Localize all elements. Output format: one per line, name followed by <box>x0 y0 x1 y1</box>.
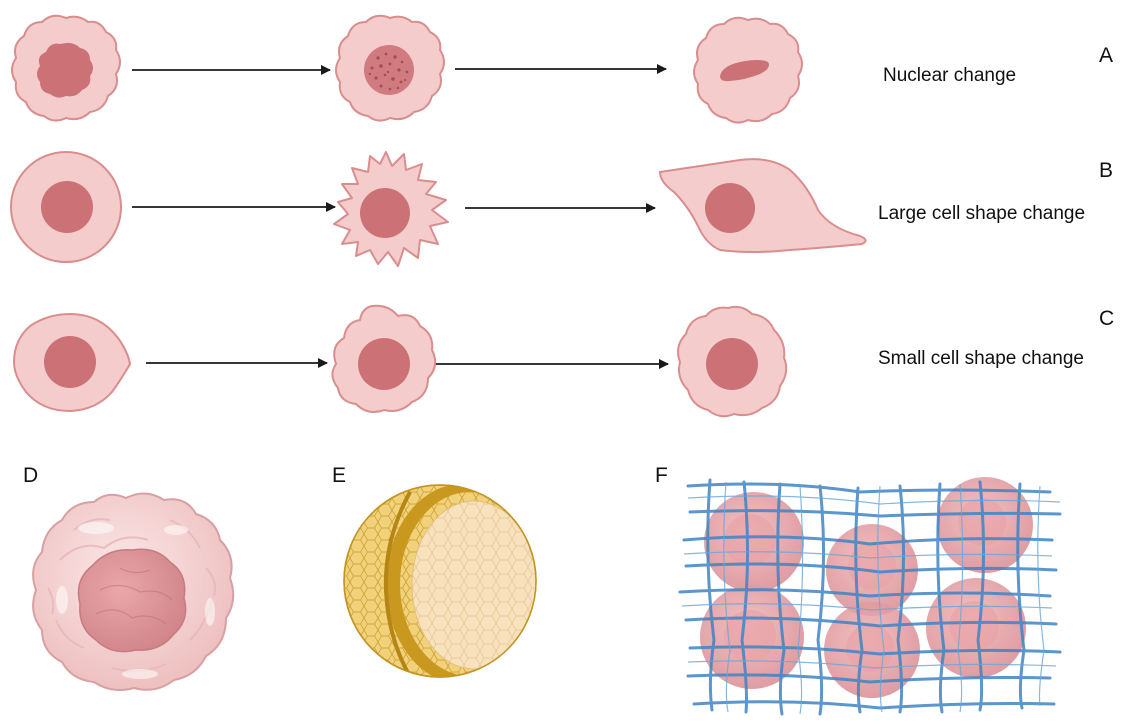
row-b-letter: B <box>1099 159 1113 183</box>
cell-b3-elongated <box>660 159 866 252</box>
cell-a2-chromatin-condensation <box>336 16 444 121</box>
panel-f-letter: F <box>655 464 668 488</box>
row-c-letter: C <box>1099 307 1114 331</box>
panel-e-letter: E <box>332 464 346 488</box>
cell-b2-spiky <box>334 152 448 266</box>
row-a-letter: A <box>1099 44 1113 68</box>
cell-a3-nuclear-fragmentation <box>694 18 802 123</box>
cell-b1-round <box>11 152 121 262</box>
row-a-description: Nuclear change <box>883 65 1016 87</box>
panel-e-sphere-illustration <box>344 484 540 684</box>
row-c-small-shape-change <box>14 306 786 417</box>
row-b-description: Large cell shape change <box>878 203 1085 225</box>
cell-c1-teardrop <box>14 314 130 411</box>
panel-d-letter: D <box>23 464 38 488</box>
row-c-description: Small cell shape change <box>878 348 1084 370</box>
row-b-large-shape-change <box>11 152 866 266</box>
cell-c3-polygonal <box>678 307 786 416</box>
row-a-nuclear-change <box>12 16 802 123</box>
panel-f-mesh-illustration <box>680 477 1060 714</box>
cell-c2-irregular <box>332 306 435 412</box>
cell-a1-normal-nucleus <box>12 16 120 121</box>
panel-d-cell-illustration <box>33 493 233 690</box>
